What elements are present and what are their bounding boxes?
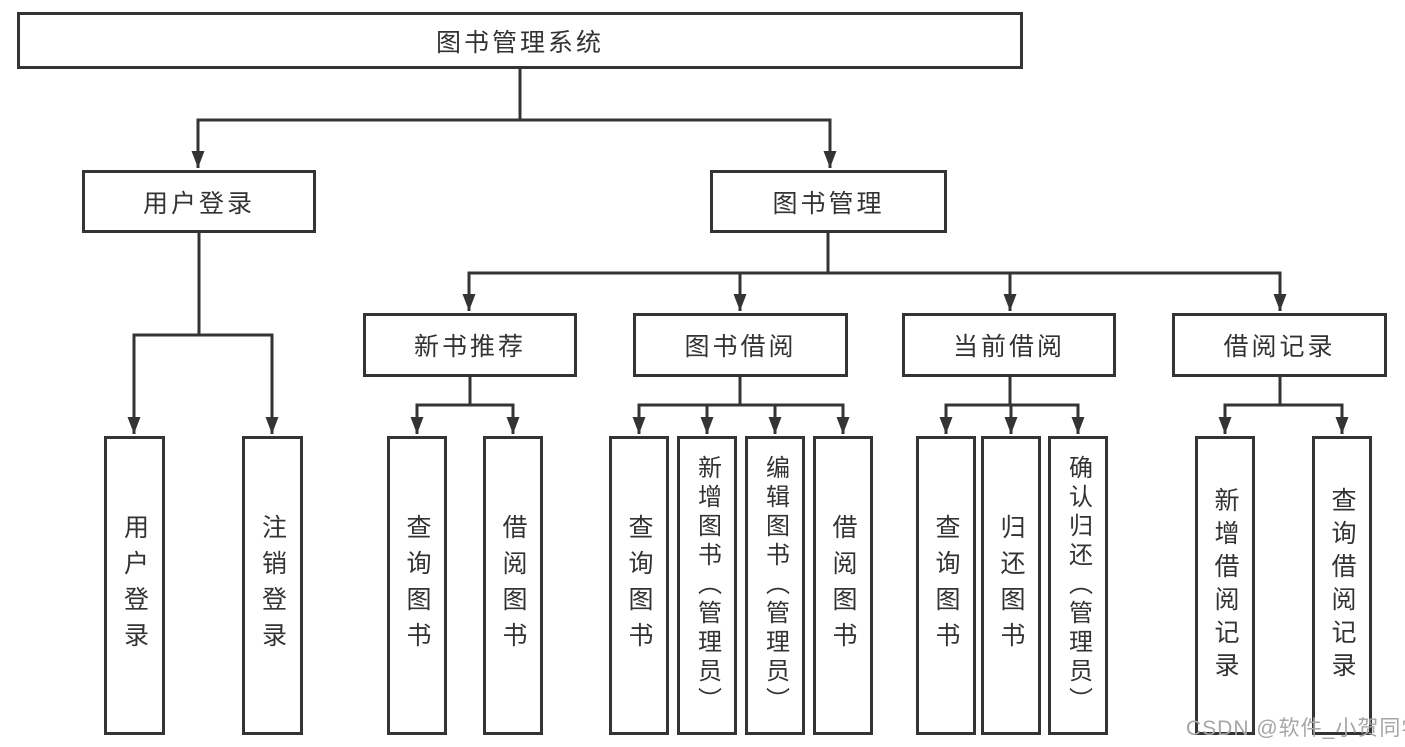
node-borrow-record: 借阅记录 <box>1172 313 1387 377</box>
leaf-query-book-current: 查询图书 <box>916 436 976 735</box>
root-connector <box>191 69 837 168</box>
leaf-add-book-admin: 新增图书（管理员） <box>677 436 737 735</box>
leaf-query-book-recommend: 查询图书 <box>387 436 447 735</box>
leaf-return-book: 归还图书 <box>981 436 1041 735</box>
leaf-user-login: 用户登录 <box>104 436 165 735</box>
leaf-query-book-borrow: 查询图书 <box>609 436 669 735</box>
borrow-record-connector <box>1218 377 1349 434</box>
node-user-login: 用户登录 <box>82 170 316 233</box>
watermark: CSDN @软件_小贺同学 <box>1186 717 1405 740</box>
leaf-borrow-book-recommend: 借阅图书 <box>483 436 543 735</box>
current-borrow-connector <box>939 377 1085 434</box>
user-login-connector <box>127 233 279 434</box>
leaf-borrow-book: 借阅图书 <box>813 436 873 735</box>
node-new-book-recommend: 新书推荐 <box>363 313 577 377</box>
new-book-recommend-connector <box>410 377 520 434</box>
leaf-query-borrow-record: 查询借阅记录 <box>1312 436 1372 735</box>
leaf-edit-book-admin: 编辑图书（管理员） <box>745 436 805 735</box>
book-management-connector <box>462 233 1287 311</box>
leaf-logout: 注销登录 <box>242 436 303 735</box>
book-borrow-connector <box>632 377 850 434</box>
node-library-system: 图书管理系统 <box>17 12 1023 69</box>
node-book-management: 图书管理 <box>710 170 947 233</box>
node-book-borrow: 图书借阅 <box>633 313 848 377</box>
leaf-confirm-return-admin: 确认归还（管理员） <box>1048 436 1108 735</box>
node-current-borrow: 当前借阅 <box>902 313 1116 377</box>
leaf-add-borrow-record: 新增借阅记录 <box>1195 436 1255 735</box>
